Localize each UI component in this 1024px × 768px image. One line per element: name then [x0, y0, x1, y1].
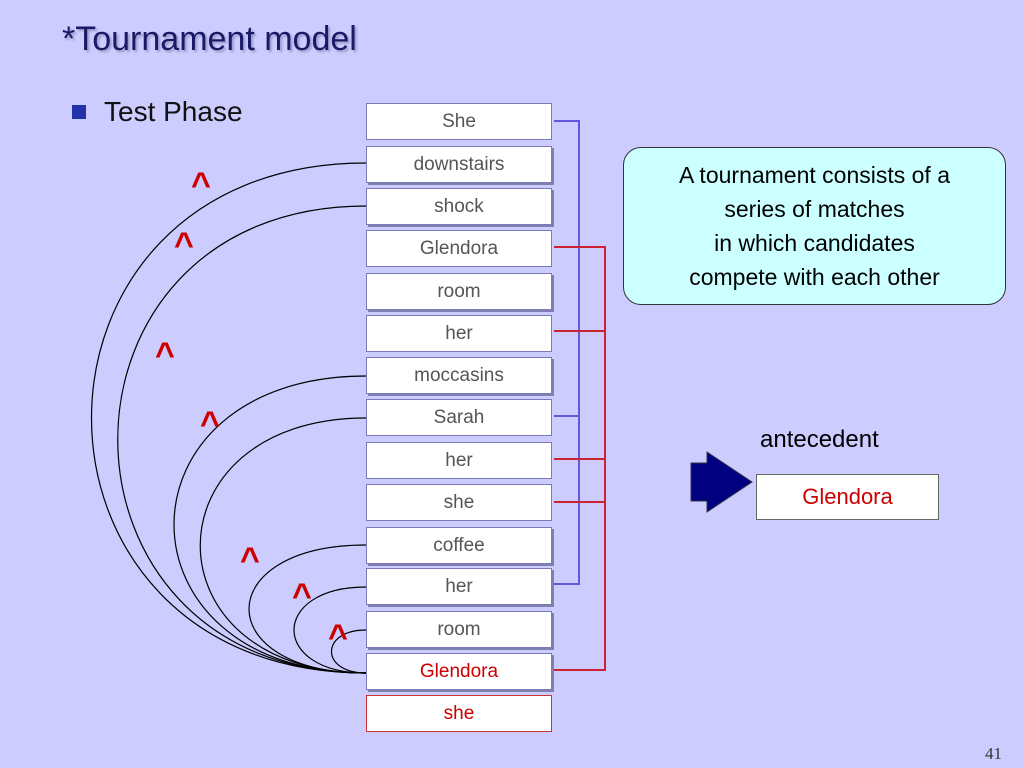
word-box: room — [366, 611, 552, 648]
match-mark-6: ^ — [292, 577, 312, 615]
callout-line: series of matches — [724, 196, 905, 222]
match-mark-1: ^ — [191, 166, 211, 204]
word-box: downstairs — [366, 146, 552, 183]
arc-downstairs — [90, 162, 367, 674]
word-box: her — [366, 315, 552, 352]
slide-title: *Tournament model — [62, 20, 357, 58]
page-number: 41 — [985, 744, 1002, 763]
antecedent-label: antecedent — [760, 426, 879, 453]
match-mark-4: ^ — [200, 405, 220, 443]
word-box: moccasins — [366, 357, 552, 394]
arc-her-3 — [293, 586, 367, 674]
arc-room-2 — [330, 629, 367, 674]
word-box: she — [366, 484, 552, 521]
word-box: her — [366, 442, 552, 479]
word-box: Sarah — [366, 399, 552, 436]
word-box: room — [366, 273, 552, 310]
word-box: her — [366, 568, 552, 605]
match-arcs — [90, 162, 367, 674]
arc-shock — [117, 205, 367, 674]
word-box-anaphor: she — [366, 695, 552, 732]
bullet-test-phase: Test Phase — [72, 96, 243, 128]
red-bracket — [554, 246, 606, 671]
callout-line: A tournament consists of a — [678, 162, 951, 188]
arc-sarah — [199, 417, 367, 674]
tournament-definition-callout: A tournament consists of a series of mat… — [623, 147, 1006, 305]
match-mark-2: ^ — [174, 226, 194, 264]
match-mark-5: ^ — [240, 541, 260, 579]
arc-moccasins — [173, 375, 367, 674]
word-box: shock — [366, 188, 552, 225]
callout-line: compete with each other — [689, 264, 940, 290]
arc-coffee — [248, 544, 367, 674]
word-box: Glendora — [366, 230, 552, 267]
square-bullet-icon — [72, 105, 86, 119]
bullet-text: Test Phase — [104, 96, 243, 127]
word-box-anaphor-candidate: Glendora — [366, 653, 552, 690]
match-mark-7: ^ — [328, 618, 348, 656]
antecedent-value: Glendora — [756, 474, 939, 520]
right-arrow-icon — [690, 451, 753, 513]
word-box: She — [366, 103, 552, 140]
blue-bracket — [554, 120, 580, 585]
callout-line: in which candidates — [714, 230, 915, 256]
match-mark-3: ^ — [155, 336, 175, 374]
word-box: coffee — [366, 527, 552, 564]
